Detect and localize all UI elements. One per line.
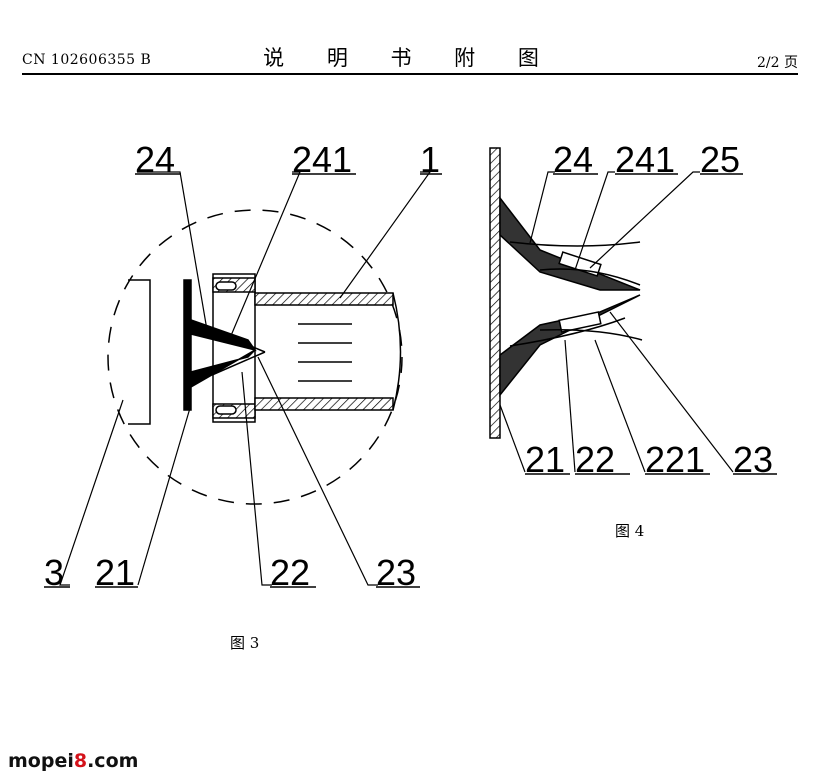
nozzle-arm-lower — [190, 349, 256, 389]
page-title: 说 明 书 附 图 — [263, 46, 557, 70]
label-23: 23 — [376, 552, 416, 593]
tube-upper — [211, 329, 266, 353]
figure-3-caption: 图 3 — [230, 634, 259, 652]
figure-4 — [489, 147, 777, 475]
figure-3-labels: 24 241 1 3 21 22 23 图 3 — [44, 139, 440, 652]
nozzle-upper-4 — [499, 195, 641, 291]
bracket-3 — [128, 279, 151, 425]
label-21: 21 — [525, 439, 565, 480]
tube-wall-bottom — [254, 397, 394, 411]
header-divider — [22, 73, 798, 75]
label-22: 22 — [575, 439, 615, 480]
tube-lower — [211, 351, 266, 376]
slot-top — [215, 281, 237, 291]
label-21: 21 — [95, 552, 135, 593]
flange-plate — [183, 279, 192, 411]
flange-4 — [489, 147, 501, 439]
label-23: 23 — [733, 439, 773, 480]
nozzle-lower-4 — [499, 294, 641, 398]
label-22: 22 — [270, 552, 310, 593]
watermark: mopei8.com — [8, 750, 139, 772]
patent-number: CN 102606355 B — [22, 52, 152, 68]
detail-circle — [107, 209, 403, 505]
page-indicator: 2/2 页 — [757, 55, 798, 71]
slot-bottom — [215, 405, 237, 415]
tube-wall-top — [254, 292, 394, 306]
tube-housing — [212, 273, 256, 423]
figure-3 — [44, 171, 442, 588]
tube-end — [392, 292, 402, 411]
label-241: 241 — [615, 139, 675, 180]
label-24: 24 — [135, 139, 175, 180]
label-1: 1 — [420, 139, 440, 180]
label-241: 241 — [292, 139, 352, 180]
label-3: 3 — [44, 552, 64, 593]
figure-4-caption: 图 4 — [615, 522, 644, 540]
figure-4-labels: 24 241 25 21 22 221 23 图 4 — [525, 139, 773, 540]
label-25: 25 — [700, 139, 740, 180]
label-221: 221 — [645, 439, 705, 480]
label-24: 24 — [553, 139, 593, 180]
